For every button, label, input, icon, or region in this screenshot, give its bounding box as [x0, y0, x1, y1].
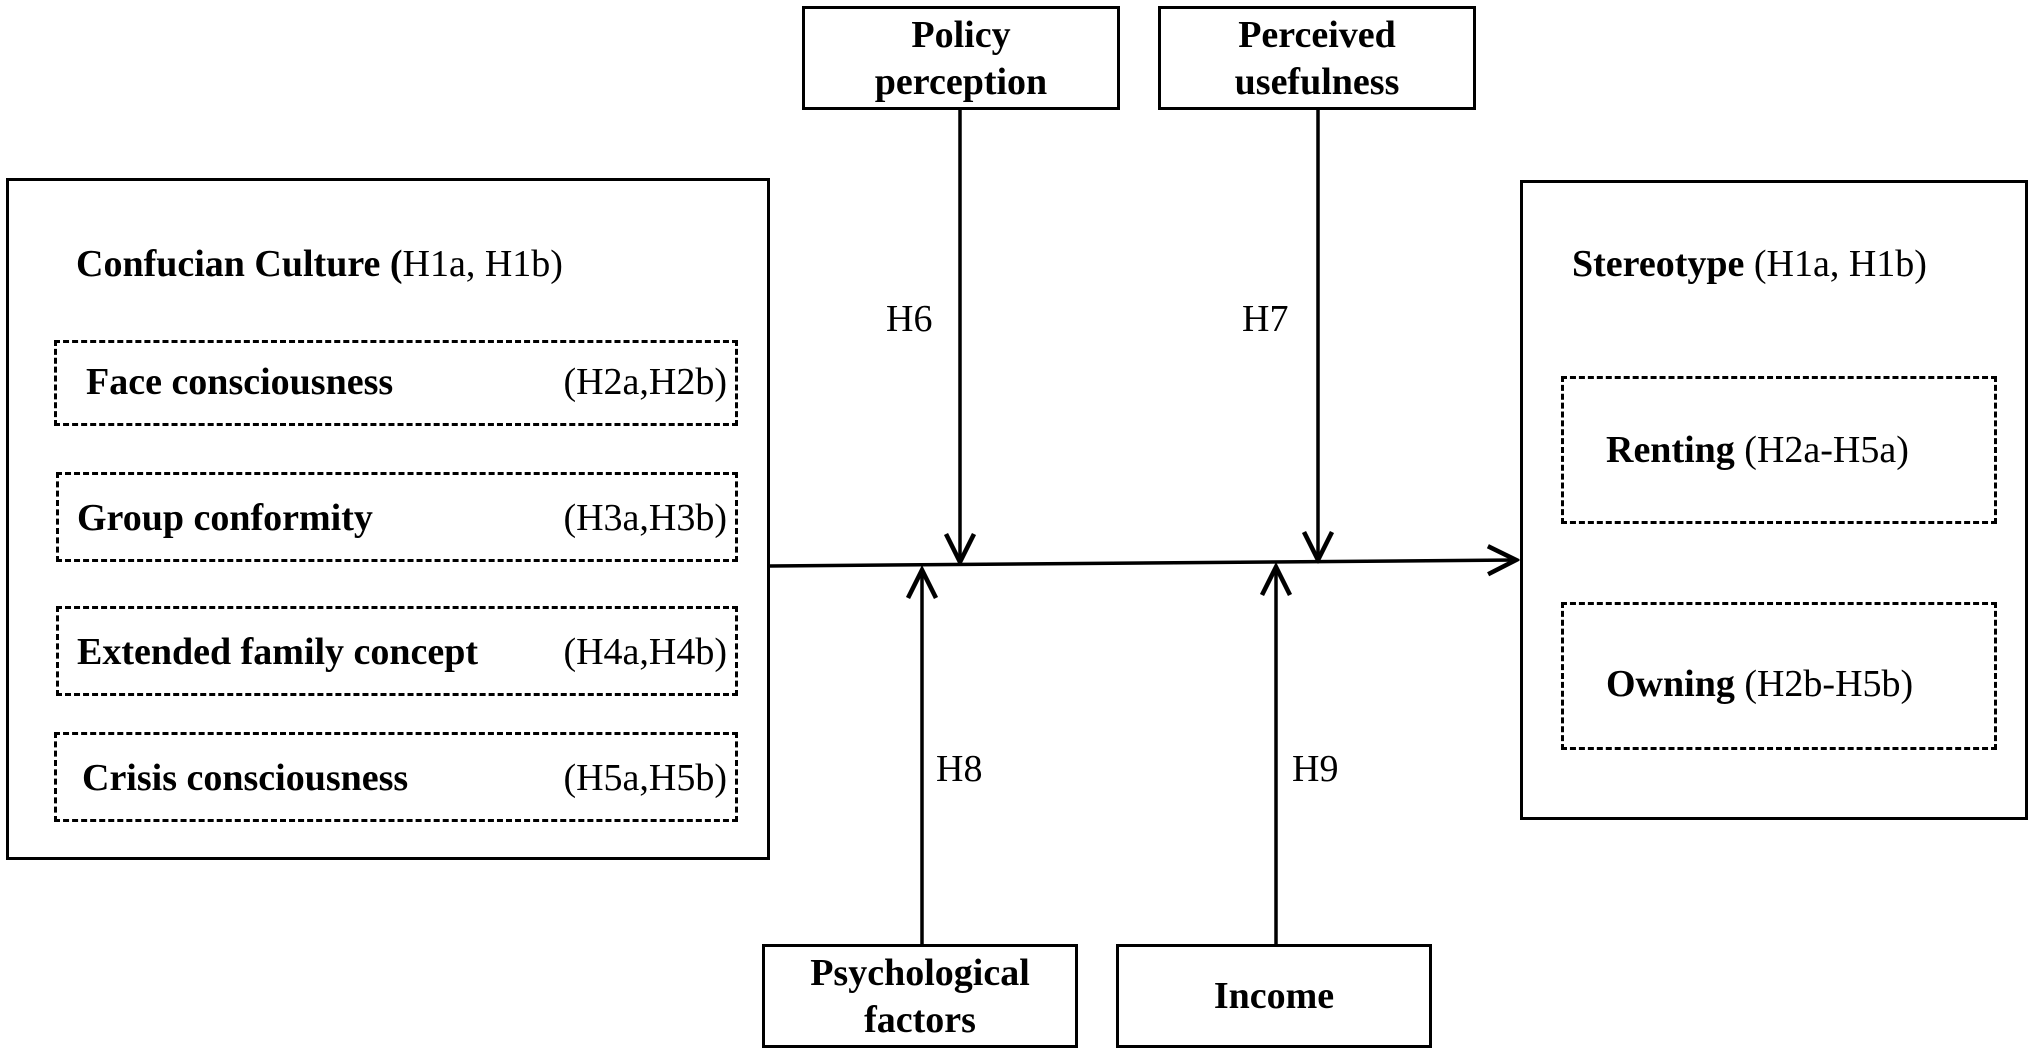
- income-box: Income: [1116, 944, 1432, 1048]
- group-conformity-label: Group conformity: [77, 497, 373, 539]
- hypothesis-label-h9: H9: [1292, 748, 1339, 790]
- extended-family-concept-refs: (H4a,H4b): [563, 631, 727, 673]
- stereotype-title: Stereotype (H1a, H1b): [1572, 241, 1927, 288]
- perceived-usefulness-line1: Perceived: [1238, 14, 1396, 56]
- confucian-culture-title-label: Confucian Culture (: [76, 243, 403, 285]
- group-conformity-box: Group conformity (H3a,H3b): [56, 472, 738, 562]
- crisis-consciousness-label: Crisis consciousness: [82, 757, 409, 799]
- renting-refs: (H2a-H5a): [1734, 429, 1909, 471]
- hypothesis-label-h8: H8: [936, 748, 983, 790]
- crisis-consciousness-box: Crisis consciousness (H5a,H5b): [54, 732, 738, 822]
- face-consciousness-refs: (H2a,H2b): [563, 361, 727, 403]
- owning-label: Owning: [1606, 663, 1735, 705]
- hypothesis-label-h6: H6: [886, 298, 933, 340]
- group-conformity-refs: (H3a,H3b): [563, 497, 727, 539]
- extended-family-concept-label: Extended family concept: [77, 631, 479, 673]
- face-consciousness-box: Face consciousness (H2a,H2b): [54, 340, 738, 426]
- stereotype-title-label: Stereotype: [1572, 243, 1745, 285]
- crisis-consciousness-refs: (H5a,H5b): [563, 757, 727, 799]
- perceived-usefulness-box: Perceived usefulness: [1158, 6, 1476, 110]
- perceived-usefulness-line2: usefulness: [1234, 61, 1400, 103]
- psychological-factors-box: Psychological factors: [762, 944, 1078, 1048]
- confucian-culture-title-refs: H1a, H1b): [402, 243, 563, 285]
- policy-perception-line2: perception: [874, 61, 1048, 103]
- face-consciousness-label: Face consciousness: [86, 361, 394, 403]
- owning-refs: (H2b-H5b): [1734, 663, 1914, 705]
- renting-box: Renting (H2a-H5a): [1561, 376, 1997, 524]
- income-label: Income: [1213, 975, 1335, 1017]
- owning-text: Owning (H2b-H5b): [1606, 661, 1913, 708]
- main-path-arrow: [769, 560, 1516, 566]
- renting-label: Renting: [1606, 429, 1735, 471]
- renting-text: Renting (H2a-H5a): [1606, 427, 1909, 474]
- hypothesis-label-h7: H7: [1242, 298, 1289, 340]
- psychological-factors-line1: Psychological: [810, 952, 1030, 994]
- policy-perception-box: Policy perception: [802, 6, 1120, 110]
- stereotype-title-refs: (H1a, H1b): [1744, 243, 1927, 285]
- extended-family-concept-box: Extended family concept (H4a,H4b): [56, 606, 738, 696]
- confucian-culture-title: Confucian Culture (H1a, H1b): [76, 241, 563, 288]
- policy-perception-line1: Policy: [911, 14, 1011, 56]
- psychological-factors-line2: factors: [864, 999, 976, 1041]
- owning-box: Owning (H2b-H5b): [1561, 602, 1997, 750]
